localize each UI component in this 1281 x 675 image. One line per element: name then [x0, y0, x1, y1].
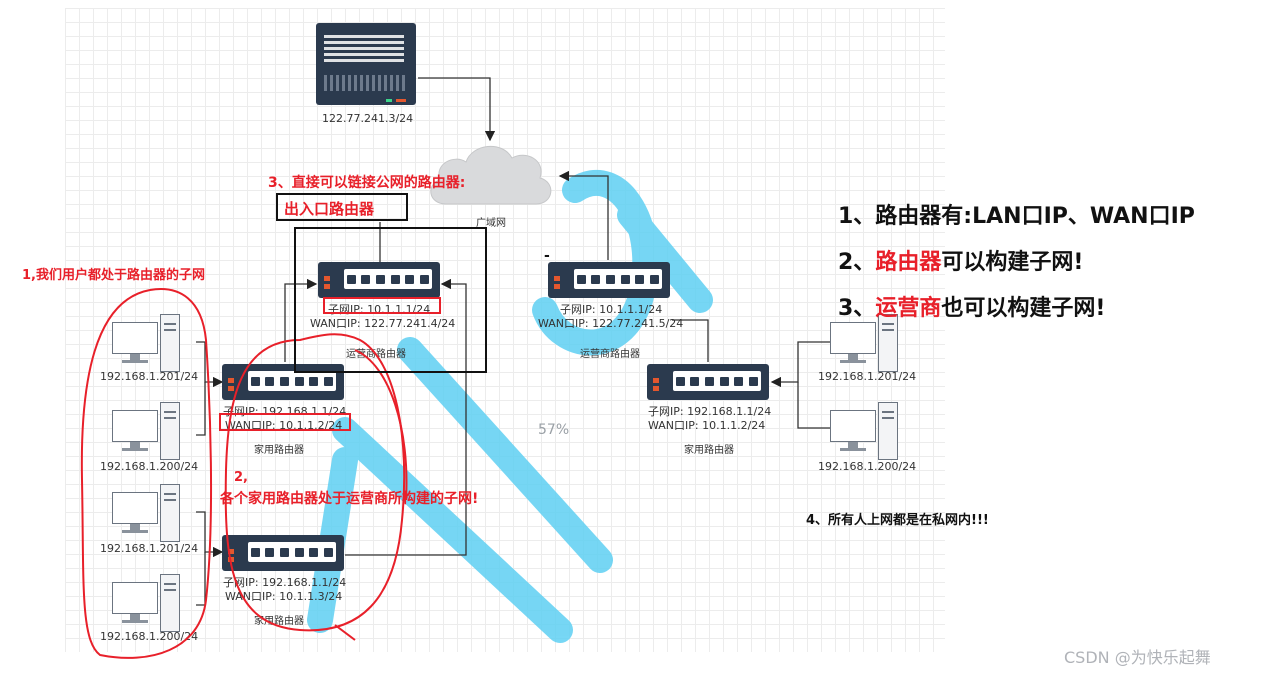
home-router-1-wan-ip: WAN口IP: 10.1.1.2/24 [225, 419, 343, 432]
home-router-2-subnet-ip: 子网IP: 192.168.1.1/24 [223, 576, 347, 589]
cloud-icon [430, 145, 552, 205]
home-router-2-name: 家用路由器 [254, 616, 304, 627]
cloud-label: 广域网 [476, 218, 506, 229]
home-router-3 [647, 364, 769, 400]
pc-ip-label: 192.168.1.200/24 [818, 460, 917, 473]
home-router-2-wan-ip: WAN口IP: 10.1.1.3/24 [225, 590, 343, 603]
isp-router-2-wan-ip: WAN口IP: 122.77.241.5/24 [538, 317, 684, 330]
server-ip-label: 122.77.241.3/24 [322, 112, 414, 125]
home-router-3-subnet-ip: 子网IP: 192.168.1.1/24 [648, 405, 772, 418]
pc-icon [830, 314, 900, 372]
isp-router-2-subnet-ip: 子网IP: 10.1.1.1/24 [560, 303, 663, 316]
server-icon [316, 23, 416, 105]
pc-ip-label: 192.168.1.201/24 [100, 370, 199, 383]
annotation-1: 1,我们用户都处于路由器的子网 [22, 268, 205, 283]
pc-icon [112, 574, 182, 632]
pc-icon [112, 402, 182, 460]
home-router-2 [222, 535, 344, 571]
annotation-2-number: 2, [234, 470, 248, 485]
note-1: 1、路由器有:LAN口IP、WAN口IP [838, 204, 1195, 229]
pc-ip-label: 192.168.1.201/24 [100, 542, 199, 555]
annotation-2: 各个家用路由器处于运营商所构建的子网! [220, 491, 479, 507]
dash-mark: - [544, 248, 550, 264]
home-router-1 [222, 364, 344, 400]
pc-icon [830, 402, 900, 460]
annotation-3-box-label: 出入口路由器 [284, 200, 375, 218]
annotation-3: 3、直接可以链接公网的路由器: [268, 175, 466, 191]
pc-icon [112, 314, 182, 372]
pc-ip-label: 192.168.1.200/24 [100, 460, 199, 473]
home-router-1-name: 家用路由器 [254, 445, 304, 456]
isp-router-2-name: 运营商路由器 [580, 349, 640, 360]
pc-ip-label: 192.168.1.201/24 [818, 370, 917, 383]
annotation-4: 4、所有人上网都是在私网内!!! [806, 513, 989, 528]
watermark: CSDN @为快乐起舞 [1064, 648, 1211, 667]
note-2: 2、路由器可以构建子网! [838, 250, 1084, 275]
home-router-3-name: 家用路由器 [684, 445, 734, 456]
note-3: 3、运营商也可以构建子网! [838, 296, 1106, 321]
pc-ip-label: 192.168.1.200/24 [100, 630, 199, 643]
pc-icon [112, 484, 182, 542]
isp-router-1-wan-ip: WAN口IP: 122.77.241.4/24 [310, 317, 456, 330]
home-router-3-wan-ip: WAN口IP: 10.1.1.2/24 [648, 419, 766, 432]
diagram-canvas [65, 8, 945, 652]
zoom-percent: 57% [538, 422, 570, 438]
isp-router-1 [318, 262, 440, 298]
isp-router-2 [548, 262, 670, 298]
